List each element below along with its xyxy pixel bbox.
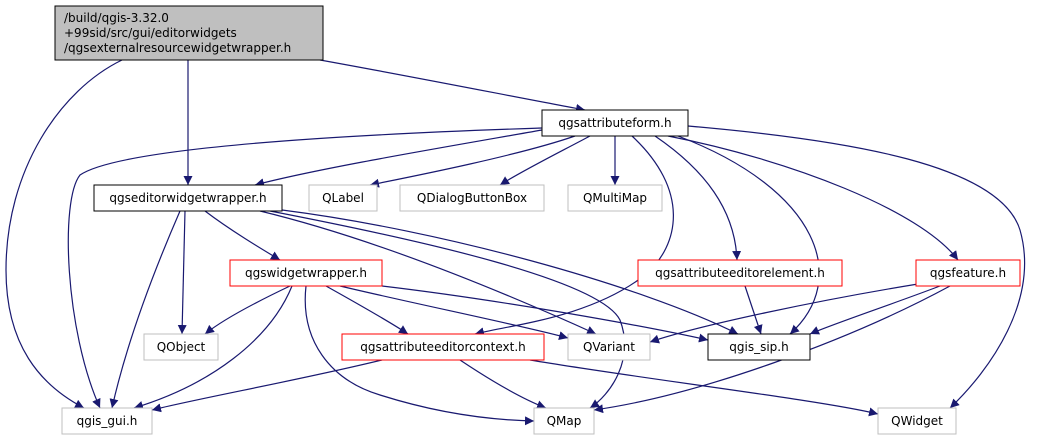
- node-label: QLabel: [322, 191, 364, 205]
- node-root: /build/qgis-3.32.0+99sid/src/gui/editorw…: [54, 5, 324, 61]
- node-label: QObject: [157, 340, 206, 354]
- node-attributeform[interactable]: qgsattributeform.h: [541, 109, 689, 137]
- node-label-line: +99sid/src/gui/editorwidgets: [64, 26, 237, 40]
- node-qgis_gui[interactable]: qgis_gui.h: [61, 407, 153, 435]
- edge-feature-to-qgis_sip: [809, 285, 941, 335]
- edge-widgetwrapper-to-qgis_gui: [133, 285, 293, 410]
- edge-attributeeditorcontext-to-qwidget: [529, 359, 879, 417]
- nodes-layer: /build/qgis-3.32.0+99sid/src/gui/editorw…: [54, 5, 1021, 435]
- node-box: [541, 109, 689, 137]
- edge-editorwidgetwrapper-to-qobject: [177, 210, 187, 335]
- edge-root-to-qgis_gui: [5, 59, 123, 409]
- node-box: [877, 407, 957, 435]
- edge-editorwidgetwrapper-to-widgetwrapper: [204, 210, 281, 261]
- node-box: [308, 184, 378, 212]
- node-qdialogbuttonbox[interactable]: QDialogButtonBox: [399, 184, 545, 212]
- node-box: [61, 407, 153, 435]
- node-label-line: /qgsexternalresourcewidgetwrapper.h: [64, 41, 291, 55]
- edge-attributeform-to-qwidget: [687, 125, 1026, 409]
- node-qmap[interactable]: QMap: [533, 407, 595, 435]
- node-feature[interactable]: qgsfeature.h: [915, 259, 1021, 287]
- node-qobject[interactable]: QObject: [143, 333, 219, 361]
- node-label: qgis_sip.h: [729, 340, 788, 354]
- node-label: QMultiMap: [583, 191, 647, 205]
- edge-attributeform-to-attributeeditorelement: [654, 135, 742, 261]
- node-box: [93, 184, 283, 212]
- node-label: qgsattributeform.h: [558, 116, 671, 130]
- edge-root-to-attributeform: [319, 59, 586, 113]
- node-box: [637, 259, 843, 287]
- node-attributeeditorelement[interactable]: qgsattributeeditorelement.h: [637, 259, 843, 287]
- node-qmultimap[interactable]: QMultiMap: [567, 184, 663, 212]
- node-label-line: /build/qgis-3.32.0: [64, 11, 169, 25]
- node-editorwidgetwrapper[interactable]: qgseditorwidgetwrapper.h: [93, 184, 283, 212]
- node-label: qgsfeature.h: [930, 266, 1006, 280]
- node-box: [567, 184, 663, 212]
- edge-attributeeditorcontext-to-qgis_gui: [151, 359, 383, 413]
- node-label: QMap: [547, 414, 582, 428]
- edge-widgetwrapper-to-qmap: [304, 285, 535, 426]
- node-box: [567, 333, 651, 361]
- edge-editorwidgetwrapper-to-qgis_gui: [109, 210, 181, 409]
- node-box: [533, 407, 595, 435]
- node-label: qgseditorwidgetwrapper.h: [109, 191, 266, 205]
- node-qwidget[interactable]: QWidget: [877, 407, 957, 435]
- edge-widgetwrapper-to-qobject: [204, 285, 291, 335]
- edge-attributeform-to-attributeeditorcontext: [474, 135, 674, 337]
- edge-attributeform-to-feature: [667, 135, 959, 261]
- edge-editorwidgetwrapper-to-qgis_sip: [281, 209, 739, 335]
- node-box: [341, 333, 545, 361]
- node-label: QVariant: [583, 340, 635, 354]
- edge-attributeform-to-qdialogbuttonbox: [499, 135, 591, 186]
- edge-editorwidgetwrapper-to-qmap: [269, 210, 626, 409]
- node-widgetwrapper[interactable]: qgswidgetwrapper.h: [229, 259, 383, 287]
- node-qgis_sip[interactable]: qgis_sip.h: [707, 333, 811, 361]
- edge-feature-to-qmap: [593, 285, 951, 414]
- node-attributeeditorcontext[interactable]: qgsattributeeditorcontext.h: [341, 333, 545, 361]
- node-box: [707, 333, 811, 361]
- edge-feature-to-qvariant: [649, 283, 919, 344]
- edge-attributeeditorelement-to-qgis_sip: [744, 285, 763, 335]
- node-box: [399, 184, 545, 212]
- edge-attributeform-to-qgis_gui: [67, 127, 543, 409]
- edge-attributeform-to-qgis_sip: [677, 135, 820, 335]
- node-qvariant[interactable]: QVariant: [567, 333, 651, 361]
- edge-editorwidgetwrapper-to-qvariant: [259, 210, 597, 335]
- node-label: QDialogButtonBox: [417, 191, 527, 205]
- node-label: qgis_gui.h: [77, 414, 138, 428]
- edge-widgetwrapper-to-attributeeditorcontext: [325, 285, 409, 335]
- edge-attributeeditorcontext-to-qmap: [459, 359, 547, 409]
- edge-widgetwrapper-to-qvariant: [339, 285, 569, 340]
- edge-attributeform-to-qlabel: [369, 135, 576, 188]
- node-label: qgsattributeeditorcontext.h: [360, 340, 526, 354]
- edges-layer: [5, 59, 1026, 426]
- node-label: qgsattributeeditorelement.h: [655, 266, 825, 280]
- node-qlabel[interactable]: QLabel: [308, 184, 378, 212]
- edge-attributeform-to-editorwidgetwrapper: [254, 129, 543, 188]
- node-box: [229, 259, 383, 287]
- node-label: qgswidgetwrapper.h: [245, 266, 367, 280]
- node-label: QWidget: [891, 414, 943, 428]
- node-box: [143, 333, 219, 361]
- node-box: [915, 259, 1021, 287]
- node-box: [54, 5, 324, 61]
